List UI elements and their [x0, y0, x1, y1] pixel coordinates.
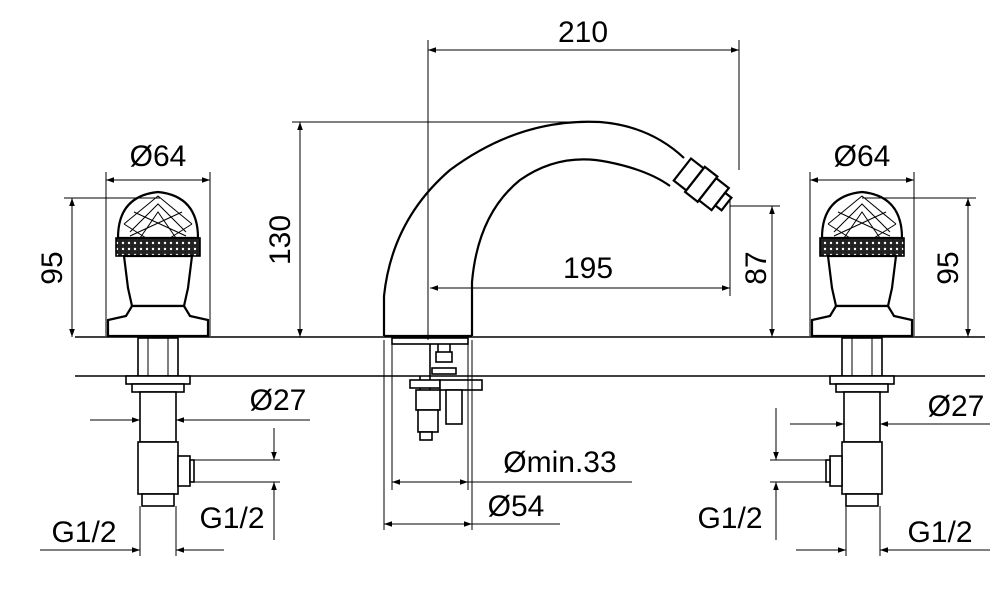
dim-right-27-label: Ø27: [928, 390, 985, 423]
right-handle: [810, 190, 914, 507]
dim-base-54-label: Ø54: [488, 490, 545, 523]
dim-base-diameter: Ø54: [383, 340, 560, 530]
dim-210-label: 210: [558, 16, 608, 49]
dim-195-label: 195: [563, 252, 613, 285]
dim-left-g12-inner-label: G1/2: [199, 502, 264, 535]
dim-right-connection-outer: G1/2: [796, 506, 990, 556]
dim-right-handle-diameter: Ø64: [809, 140, 915, 336]
dim-right-95-label: 95: [932, 251, 965, 284]
dim-outlet-height: 87: [730, 205, 780, 337]
dim-left-64-label: Ø64: [130, 140, 187, 173]
dim-total-height: 130: [264, 121, 600, 337]
dim-right-shank-diameter: Ø27: [790, 390, 990, 427]
dim-left-handle-height: 95: [36, 197, 160, 337]
spout-underdeck: [391, 337, 483, 441]
dim-130-label: 130: [264, 215, 297, 265]
dim-right-g12-outer-label: G1/2: [907, 516, 972, 549]
dim-left-connection-inner: G1/2: [194, 428, 280, 540]
dim-right-handle-height: 95: [862, 197, 976, 337]
dim-left-shank-diameter: Ø27: [90, 384, 310, 423]
dim-left-27-label: Ø27: [250, 384, 307, 417]
left-handle: [106, 190, 210, 507]
dim-right-64-label: Ø64: [834, 140, 891, 173]
dim-left-connection-outer: G1/2: [40, 506, 224, 556]
dim-left-g12-outer-label: G1/2: [51, 516, 116, 549]
dim-hole-min-diameter: Ømin.33: [391, 344, 632, 490]
dim-87-label: 87: [740, 251, 773, 284]
dim-left-handle-diameter: Ø64: [105, 140, 211, 336]
dim-outlet-reach: 195: [430, 200, 731, 296]
dim-spout-reach: 210: [427, 16, 740, 340]
dim-right-connection-inner: G1/2: [697, 408, 826, 540]
dim-right-g12-inner-label: G1/2: [697, 502, 762, 535]
bidet-spout: [382, 120, 733, 338]
dim-left-95-label: 95: [36, 251, 69, 284]
dim-hole-min-33-label: Ømin.33: [503, 446, 616, 479]
